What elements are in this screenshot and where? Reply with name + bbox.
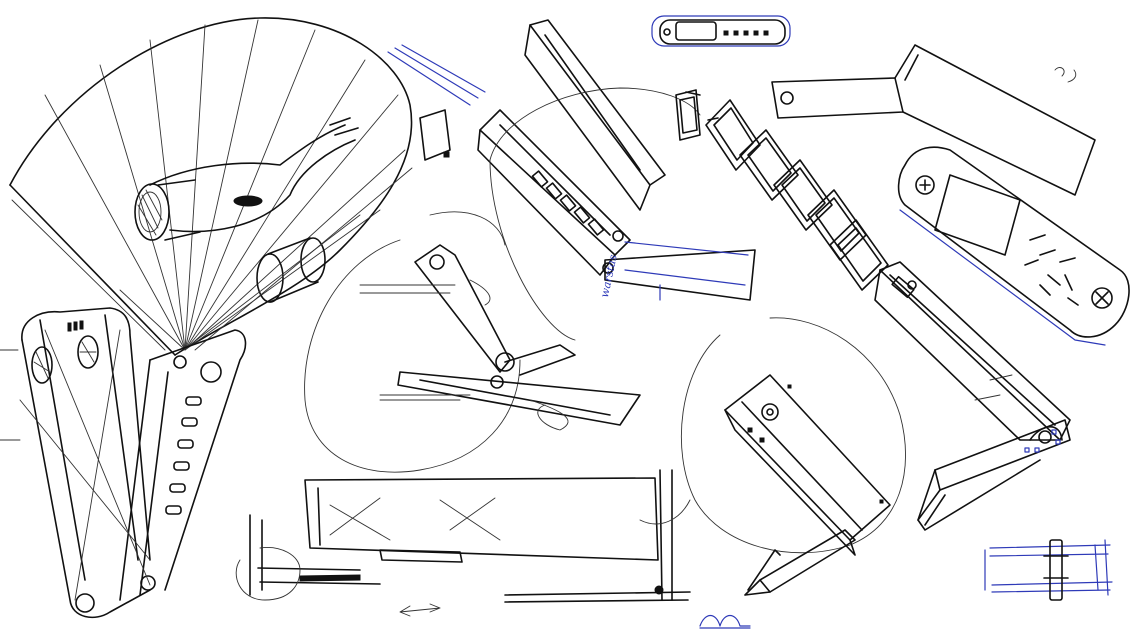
fan-lamp-sketch	[9, 17, 413, 356]
l-shape-lamp-sketch	[874, 261, 1071, 531]
top-lamp-sketch	[387, 19, 756, 341]
bracket-sketch	[235, 469, 691, 617]
wave-mark	[699, 614, 751, 629]
hinge-mechanism-sketch	[304, 211, 641, 473]
remote-control-sketch	[651, 15, 1130, 346]
hinge-detail-sketch	[984, 539, 1113, 601]
folded-arm-sketch	[0, 307, 247, 619]
frame-elements-sketch	[675, 89, 889, 291]
angled-bracket-sketch	[680, 317, 906, 596]
